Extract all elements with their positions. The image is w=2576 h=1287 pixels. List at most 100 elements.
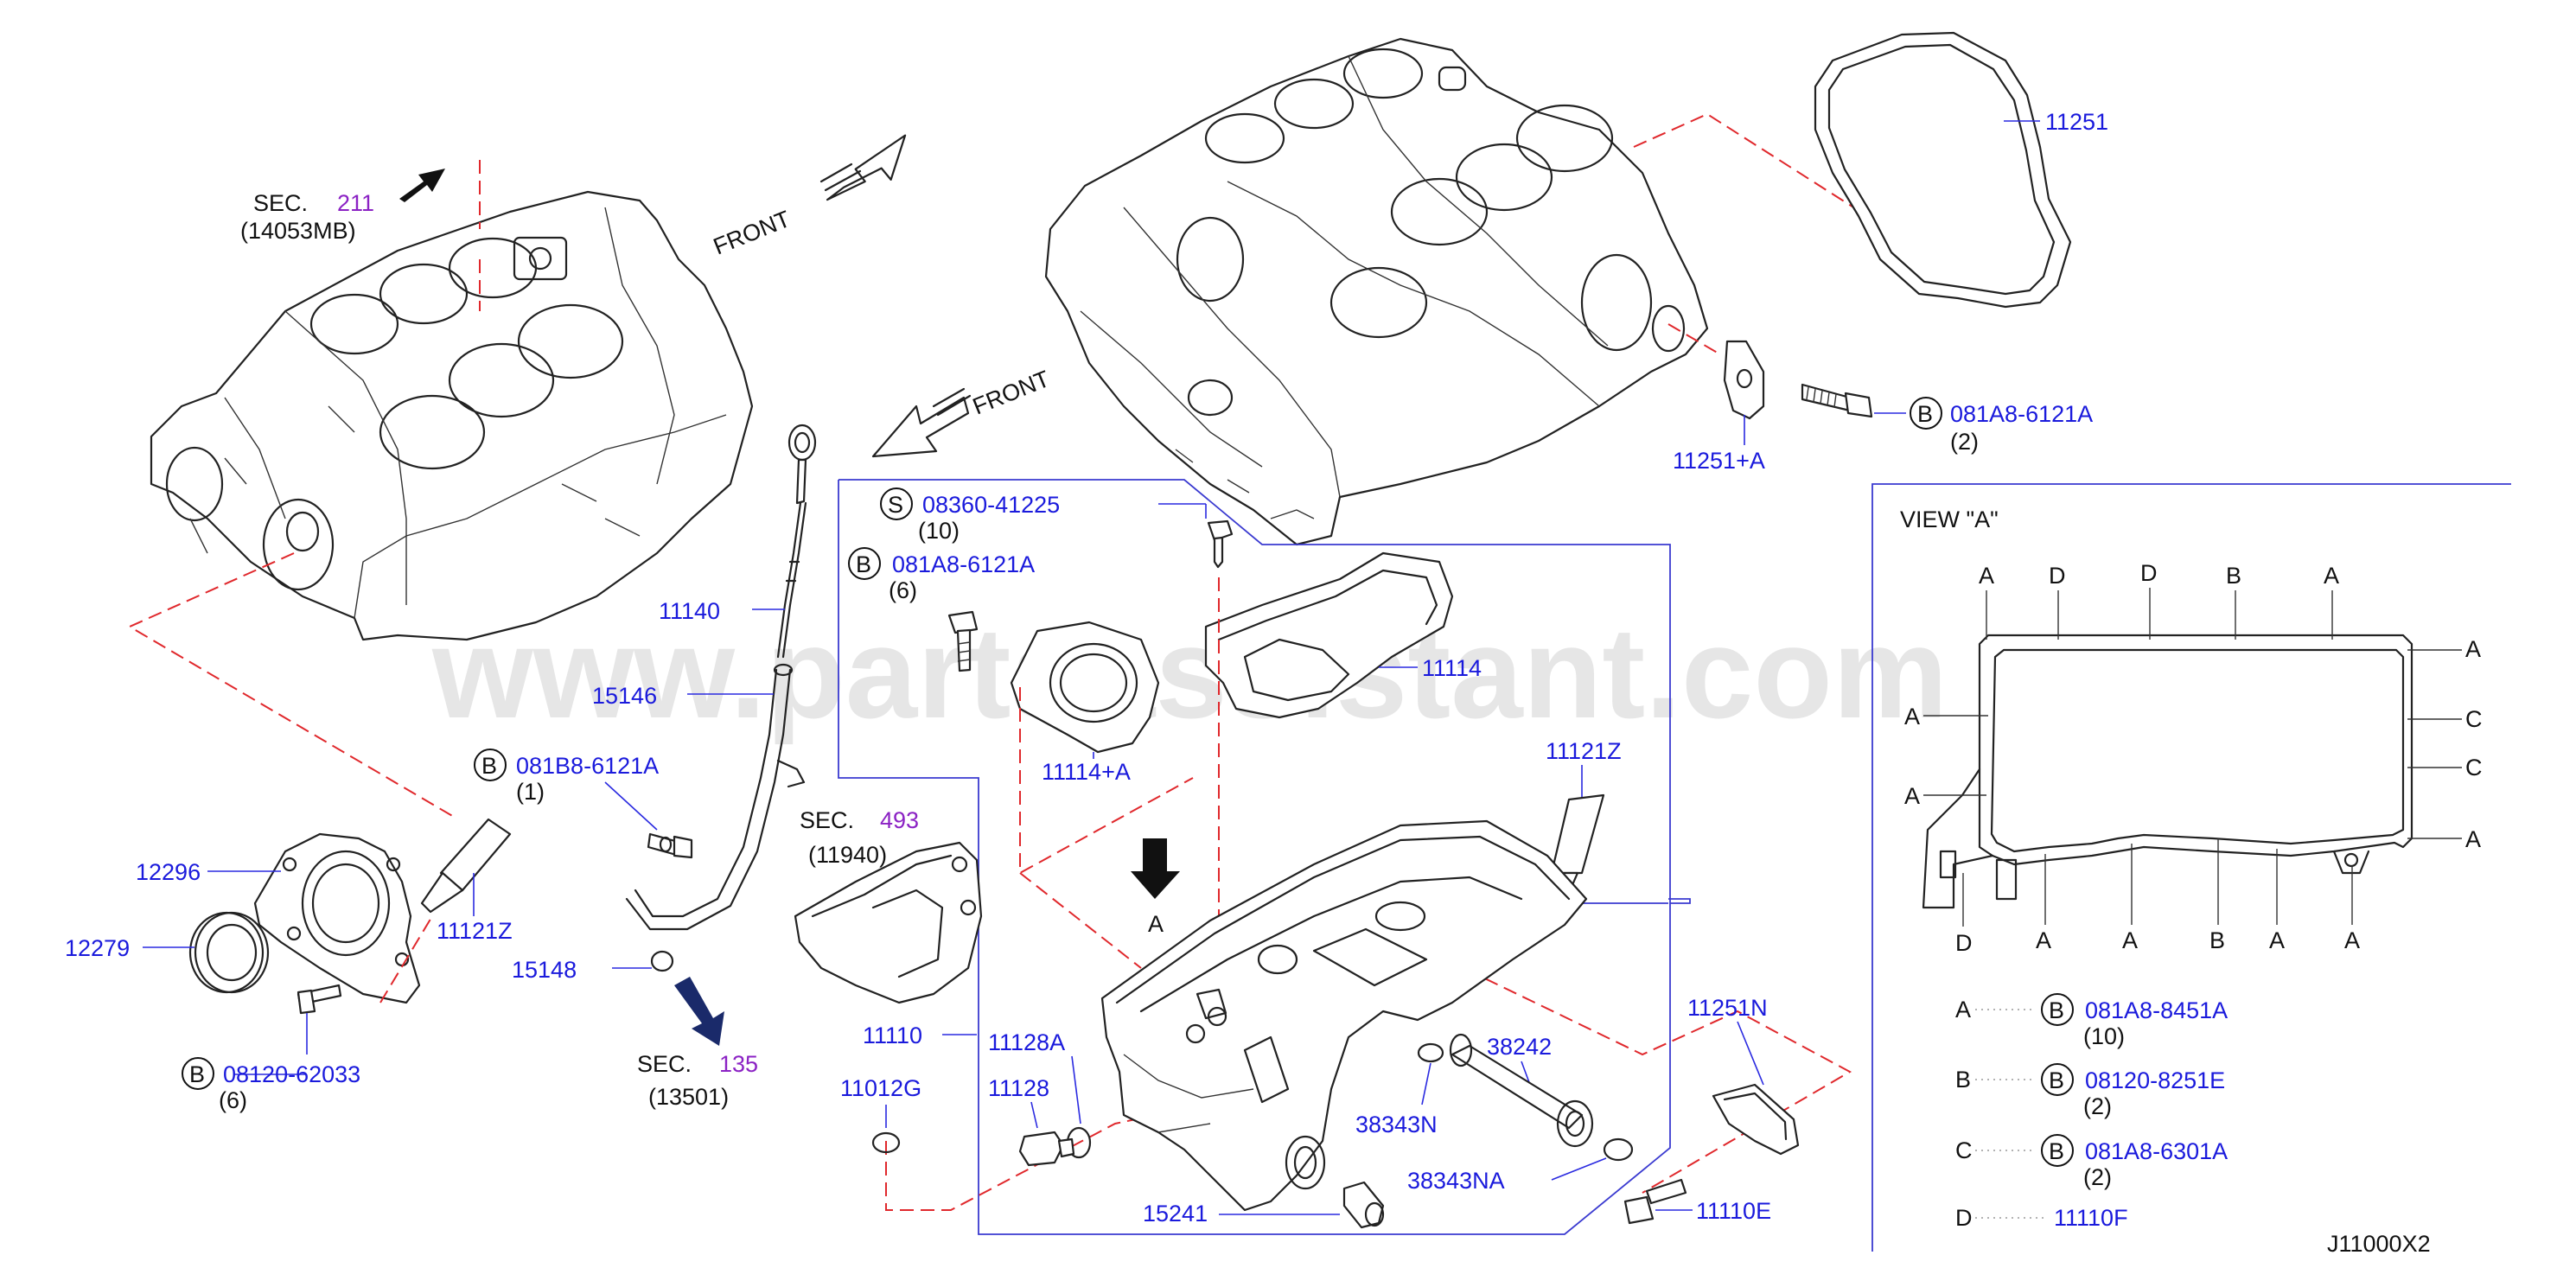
bolt-circle-icon [1910,397,1942,430]
oil-pan-11110-drawing [1100,819,1588,1212]
legend-part-081a8-6301a[interactable]: 081A8-6301A [2085,1138,2228,1164]
svg-text:B: B [2049,1138,2064,1164]
bolt-circle-icon [2041,993,2074,1026]
part-label-11110e[interactable]: 11110E [1696,1198,1771,1224]
bolt-part-081b8-6121a[interactable]: 081B8-6121A [516,753,659,779]
section-number-link[interactable]: 211 [337,190,374,216]
dipstick-11140-drawing [776,424,817,659]
part-label-12279[interactable]: 12279 [65,935,130,961]
left-engine-block-drawing [150,190,754,641]
svg-text:B: B [2209,927,2225,953]
svg-text:B: B [1955,1067,1971,1093]
upper-engine-block-drawing [1044,37,1709,546]
part-label-11012g[interactable]: 11012G [840,1075,921,1101]
part-label-11114-a[interactable]: 11114+A [1042,759,1131,785]
bolt-part-081a8-6121a[interactable]: 081A8-6121A [1950,401,2093,427]
gasket-11114-a-drawing [1010,621,1160,754]
bolt-qty: (10) [918,518,960,544]
part-label-11114[interactable]: 11114 [1422,655,1482,681]
svg-text:A: A [2465,826,2481,852]
legend-part-081a8-8451a[interactable]: 081A8-8451A [2085,997,2228,1023]
part-label-12296[interactable]: 12296 [136,859,201,885]
bolt-letter: S [888,492,903,518]
part-label-11251-a[interactable]: 11251+A [1673,448,1765,474]
part-label-38343na[interactable]: 38343NA [1407,1168,1505,1194]
part-label-15148[interactable]: 15148 [512,957,577,983]
part-label-11251[interactable]: 11251 [2045,109,2108,135]
svg-text:D: D [2140,560,2158,586]
section-211-callout: SEC. 211 (14053MB) [240,169,445,244]
svg-text:A: A [1904,783,1920,809]
part-label-38242[interactable]: 38242 [1487,1034,1552,1060]
part-label-11128[interactable]: 11128 [988,1075,1049,1101]
bolt-qty: (6) [219,1087,247,1113]
plug-15241-drawing [1342,1181,1385,1229]
bolt-circle-icon [880,487,913,520]
section-number-link[interactable]: 135 [719,1051,758,1077]
part-label-11140[interactable]: 11140 [659,598,720,624]
part-label-11251n[interactable]: 11251N [1687,995,1768,1021]
bolt-letter: B [856,551,871,577]
view-a-letters-left: A A [1904,704,1988,809]
bolt-qty: (1) [516,779,545,805]
front-label-upper: FRONT [710,206,794,260]
svg-text:A: A [1904,704,1920,730]
svg-text:D: D [1955,1205,1973,1231]
part-label-15146[interactable]: 15146 [592,683,657,709]
svg-text:(2): (2) [2083,1093,2112,1119]
bolt-circle-icon [182,1057,214,1090]
bolt-letter: B [481,753,497,779]
bolt-11110e-drawing [1623,1178,1687,1225]
part-label-11110[interactable]: 11110 [863,1023,922,1048]
section-number-link[interactable]: 493 [880,807,919,833]
front-cover-12296-drawing [253,832,421,1004]
legend-part-08120-8251e[interactable]: 08120-8251E [2085,1067,2225,1093]
front-arrow-upper: FRONT [710,134,907,260]
svg-text:(10): (10) [2083,1023,2125,1049]
bolt-drawing-center [947,610,979,672]
part-label-38343n[interactable]: 38343N [1355,1112,1438,1137]
bolt-part-08120-62033[interactable]: 08120-62033 [223,1061,360,1087]
view-a-legend: A B 081A8-8451A (10) B B 08120-8251E (2)… [1955,993,2228,1231]
watermark: www.partsassistant.com [431,600,1948,745]
svg-text:B: B [2049,997,2064,1023]
bolt-letter: B [1917,401,1933,427]
svg-text:A: A [2465,636,2481,662]
section-prefix: SEC. [800,807,854,833]
svg-text:C: C [1955,1137,1973,1163]
view-a-arrow-icon [1131,838,1180,899]
sealant-tube-left-drawing [420,818,512,914]
view-a-letters-top: A D D B A [1979,560,2339,640]
svg-text:C: C [2465,755,2483,780]
svg-text:A: A [2344,927,2360,953]
section-sub: (13501) [648,1084,729,1110]
guide-tube-15146-drawing [625,663,806,931]
view-a-letters-right: A C C A [2407,636,2483,852]
section-sub: (11940) [808,842,887,868]
part-label-11121z-right[interactable]: 11121Z [1546,738,1622,764]
svg-text:B: B [2049,1067,2064,1093]
gasket-11012g-drawing [871,1131,901,1154]
bolt-circle-icon [848,547,881,580]
section-sub: (14053MB) [240,218,356,244]
bolt-drawing-top-right [1801,383,1873,418]
bolt-qty: (2) [1950,429,1979,455]
svg-text:(2): (2) [2083,1164,2112,1190]
svg-text:A: A [1955,997,1971,1023]
part-label-11121z-left[interactable]: 11121Z [437,918,513,944]
section-prefix: SEC. [253,190,308,216]
view-a-title: VIEW "A" [1900,507,1999,532]
part-label-15241[interactable]: 15241 [1143,1201,1208,1226]
bolt-part-08360-41225[interactable]: 08360-41225 [922,492,1060,518]
svg-text:B: B [2226,563,2241,589]
part-label-11128a[interactable]: 11128A [988,1029,1065,1055]
arrow-a-label: A [1148,911,1164,937]
strainer-tube-38242-drawing [1449,1033,1594,1148]
section-prefix: SEC. [637,1051,692,1077]
baffle-plate-11114-drawing [1204,551,1454,719]
oil-seal-12279-drawing [188,911,270,994]
front-label-middle: FRONT [969,366,1053,420]
bolt-part-081a8-6121a-6[interactable]: 081A8-6121A [892,551,1035,577]
legend-part-11110f[interactable]: 11110F [2054,1205,2128,1231]
